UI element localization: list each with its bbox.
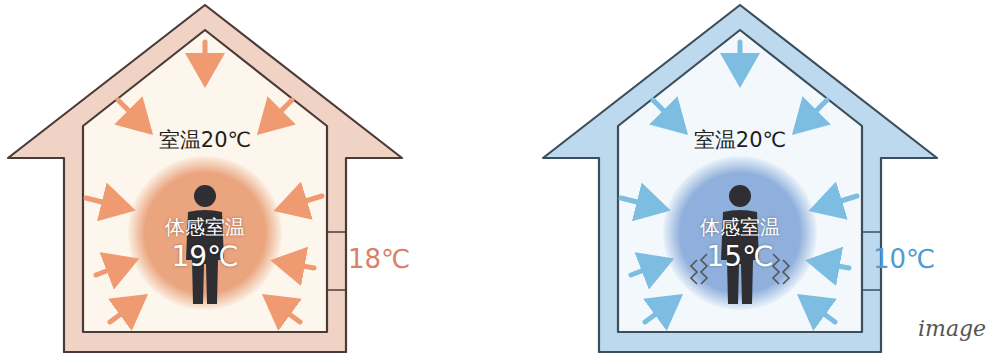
wall-temp-label: 10℃ <box>873 244 935 274</box>
watermark: image <box>918 316 986 341</box>
house-outline: 室温20℃体感室温15℃ <box>535 0 945 353</box>
wall-temp-label: 18℃ <box>348 244 410 274</box>
heat-arrow <box>645 300 675 322</box>
room-temperature: 室温20℃ <box>691 126 789 154</box>
heat-arrow <box>621 198 661 208</box>
heat-arrow <box>203 42 208 78</box>
wall-tick <box>327 289 346 291</box>
heat-arrow <box>815 262 849 268</box>
heat-arrow <box>96 262 130 275</box>
perceived-temp-circle: 体感室温15℃ <box>663 156 817 310</box>
wall-tick <box>327 231 346 233</box>
heat-arrow <box>280 262 314 268</box>
perceived-temp-title: 体感室温 <box>128 214 282 241</box>
heat-arrow <box>270 300 300 322</box>
house-outline: 室温20℃体感室温19℃ <box>0 0 410 353</box>
perceived-temp-value: 19℃ <box>128 240 282 273</box>
perceived-temp-circle: 体感室温19℃ <box>128 156 282 310</box>
house-wall <box>543 5 937 352</box>
house-wall <box>8 5 402 352</box>
heat-arrow <box>631 262 665 275</box>
heat-arrow <box>738 42 743 78</box>
heat-arrow <box>110 300 140 322</box>
heat-arrow <box>283 196 322 208</box>
heat-arrow <box>264 100 292 128</box>
wall-tick <box>862 289 881 291</box>
perceived-temp-value: 15℃ <box>663 240 817 273</box>
perceived-temp-title: 体感室温 <box>663 214 817 241</box>
wall-tick <box>862 231 881 233</box>
heat-arrow <box>818 196 857 208</box>
room-temperature: 室温20℃ <box>156 126 254 154</box>
heat-arrow <box>805 300 835 322</box>
heat-arrow <box>653 100 681 128</box>
heat-arrow <box>799 100 827 128</box>
heat-arrow <box>86 198 126 208</box>
heat-arrow <box>118 100 146 128</box>
